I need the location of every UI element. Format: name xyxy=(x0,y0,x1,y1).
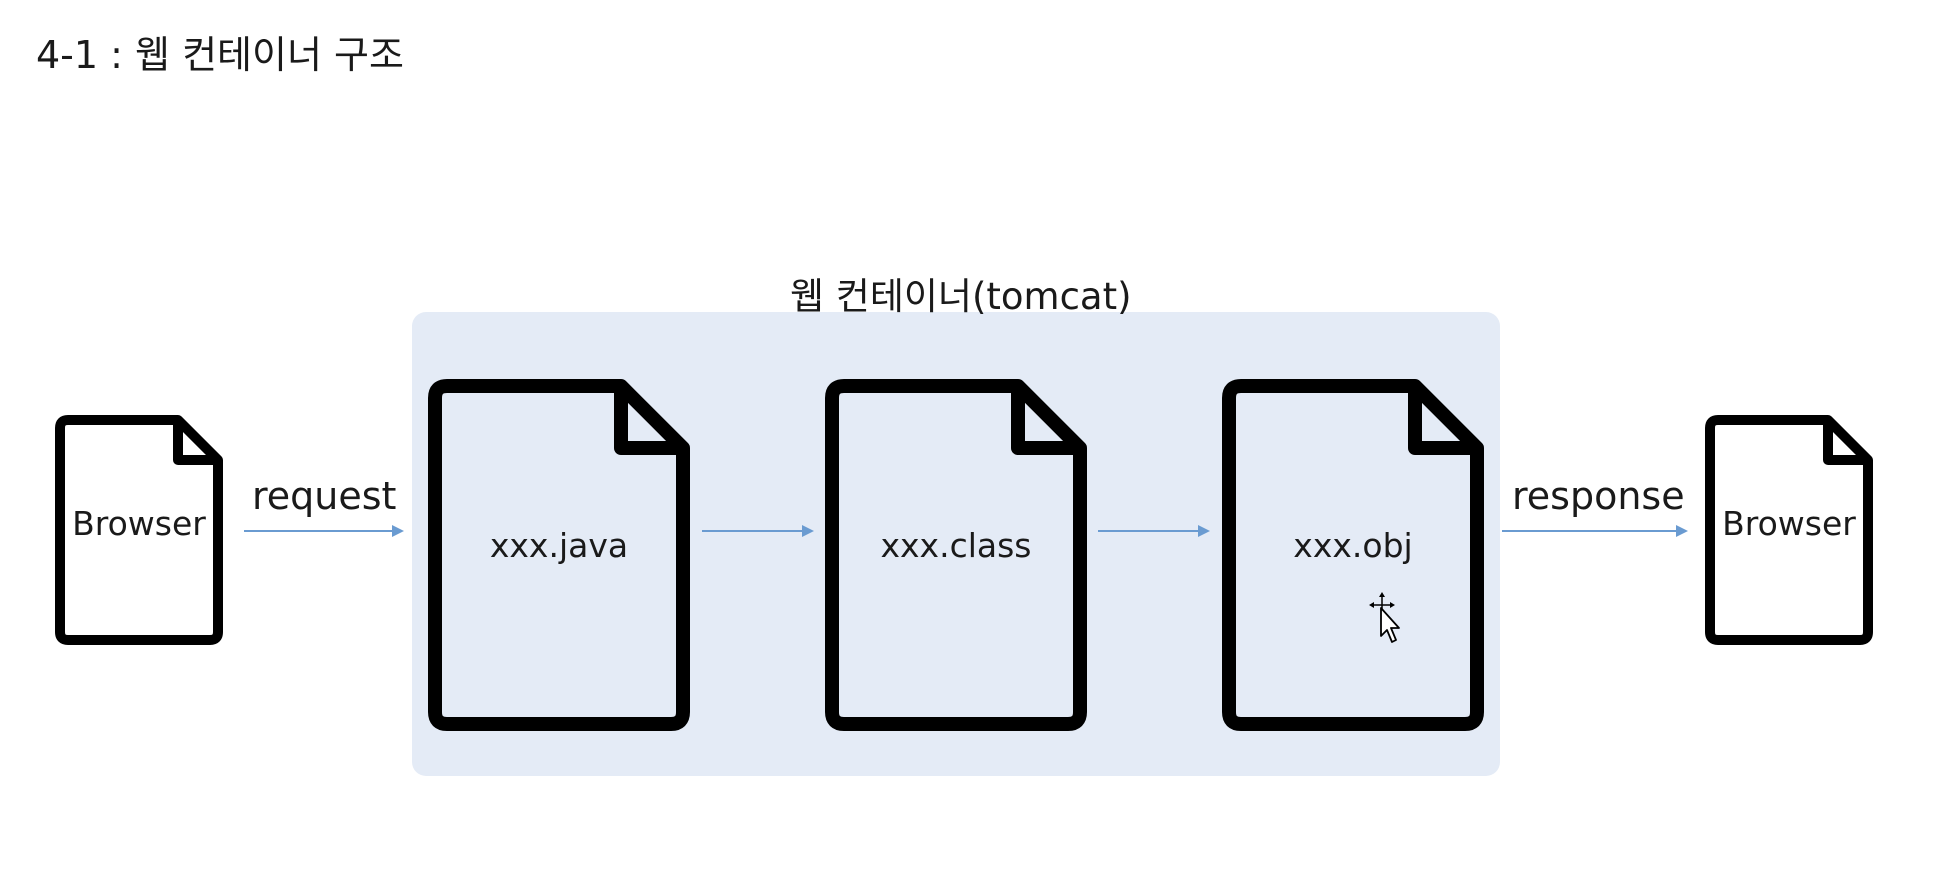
move-cursor-icon xyxy=(1365,592,1403,644)
browser-left-label: Browser xyxy=(72,504,206,543)
request-label: request xyxy=(252,474,397,518)
java-to-class-arrow xyxy=(702,524,814,538)
request-arrow xyxy=(244,524,404,538)
response-arrow xyxy=(1502,524,1688,538)
browser-right-label: Browser xyxy=(1722,504,1856,543)
response-label: response xyxy=(1512,474,1685,518)
document-icon xyxy=(55,415,223,645)
document-icon xyxy=(428,379,690,731)
web-container-title: 웹 컨테이너(tomcat) xyxy=(790,275,1132,318)
class-to-obj-arrow xyxy=(1098,524,1210,538)
obj-file-node: xxx.obj xyxy=(1221,378,1485,732)
browser-left-node: Browser xyxy=(54,414,224,646)
java-file-label: xxx.java xyxy=(489,526,629,565)
document-icon xyxy=(825,379,1087,731)
browser-right-node: Browser xyxy=(1704,414,1874,646)
document-icon xyxy=(1705,415,1873,645)
class-file-label: xxx.class xyxy=(880,526,1032,565)
document-icon xyxy=(1222,379,1484,731)
class-file-node: xxx.class xyxy=(824,378,1088,732)
page-title: 4-1 : 웹 컨테이너 구조 xyxy=(36,33,404,77)
java-file-node: xxx.java xyxy=(427,378,691,732)
obj-file-label: xxx.obj xyxy=(1293,526,1413,565)
